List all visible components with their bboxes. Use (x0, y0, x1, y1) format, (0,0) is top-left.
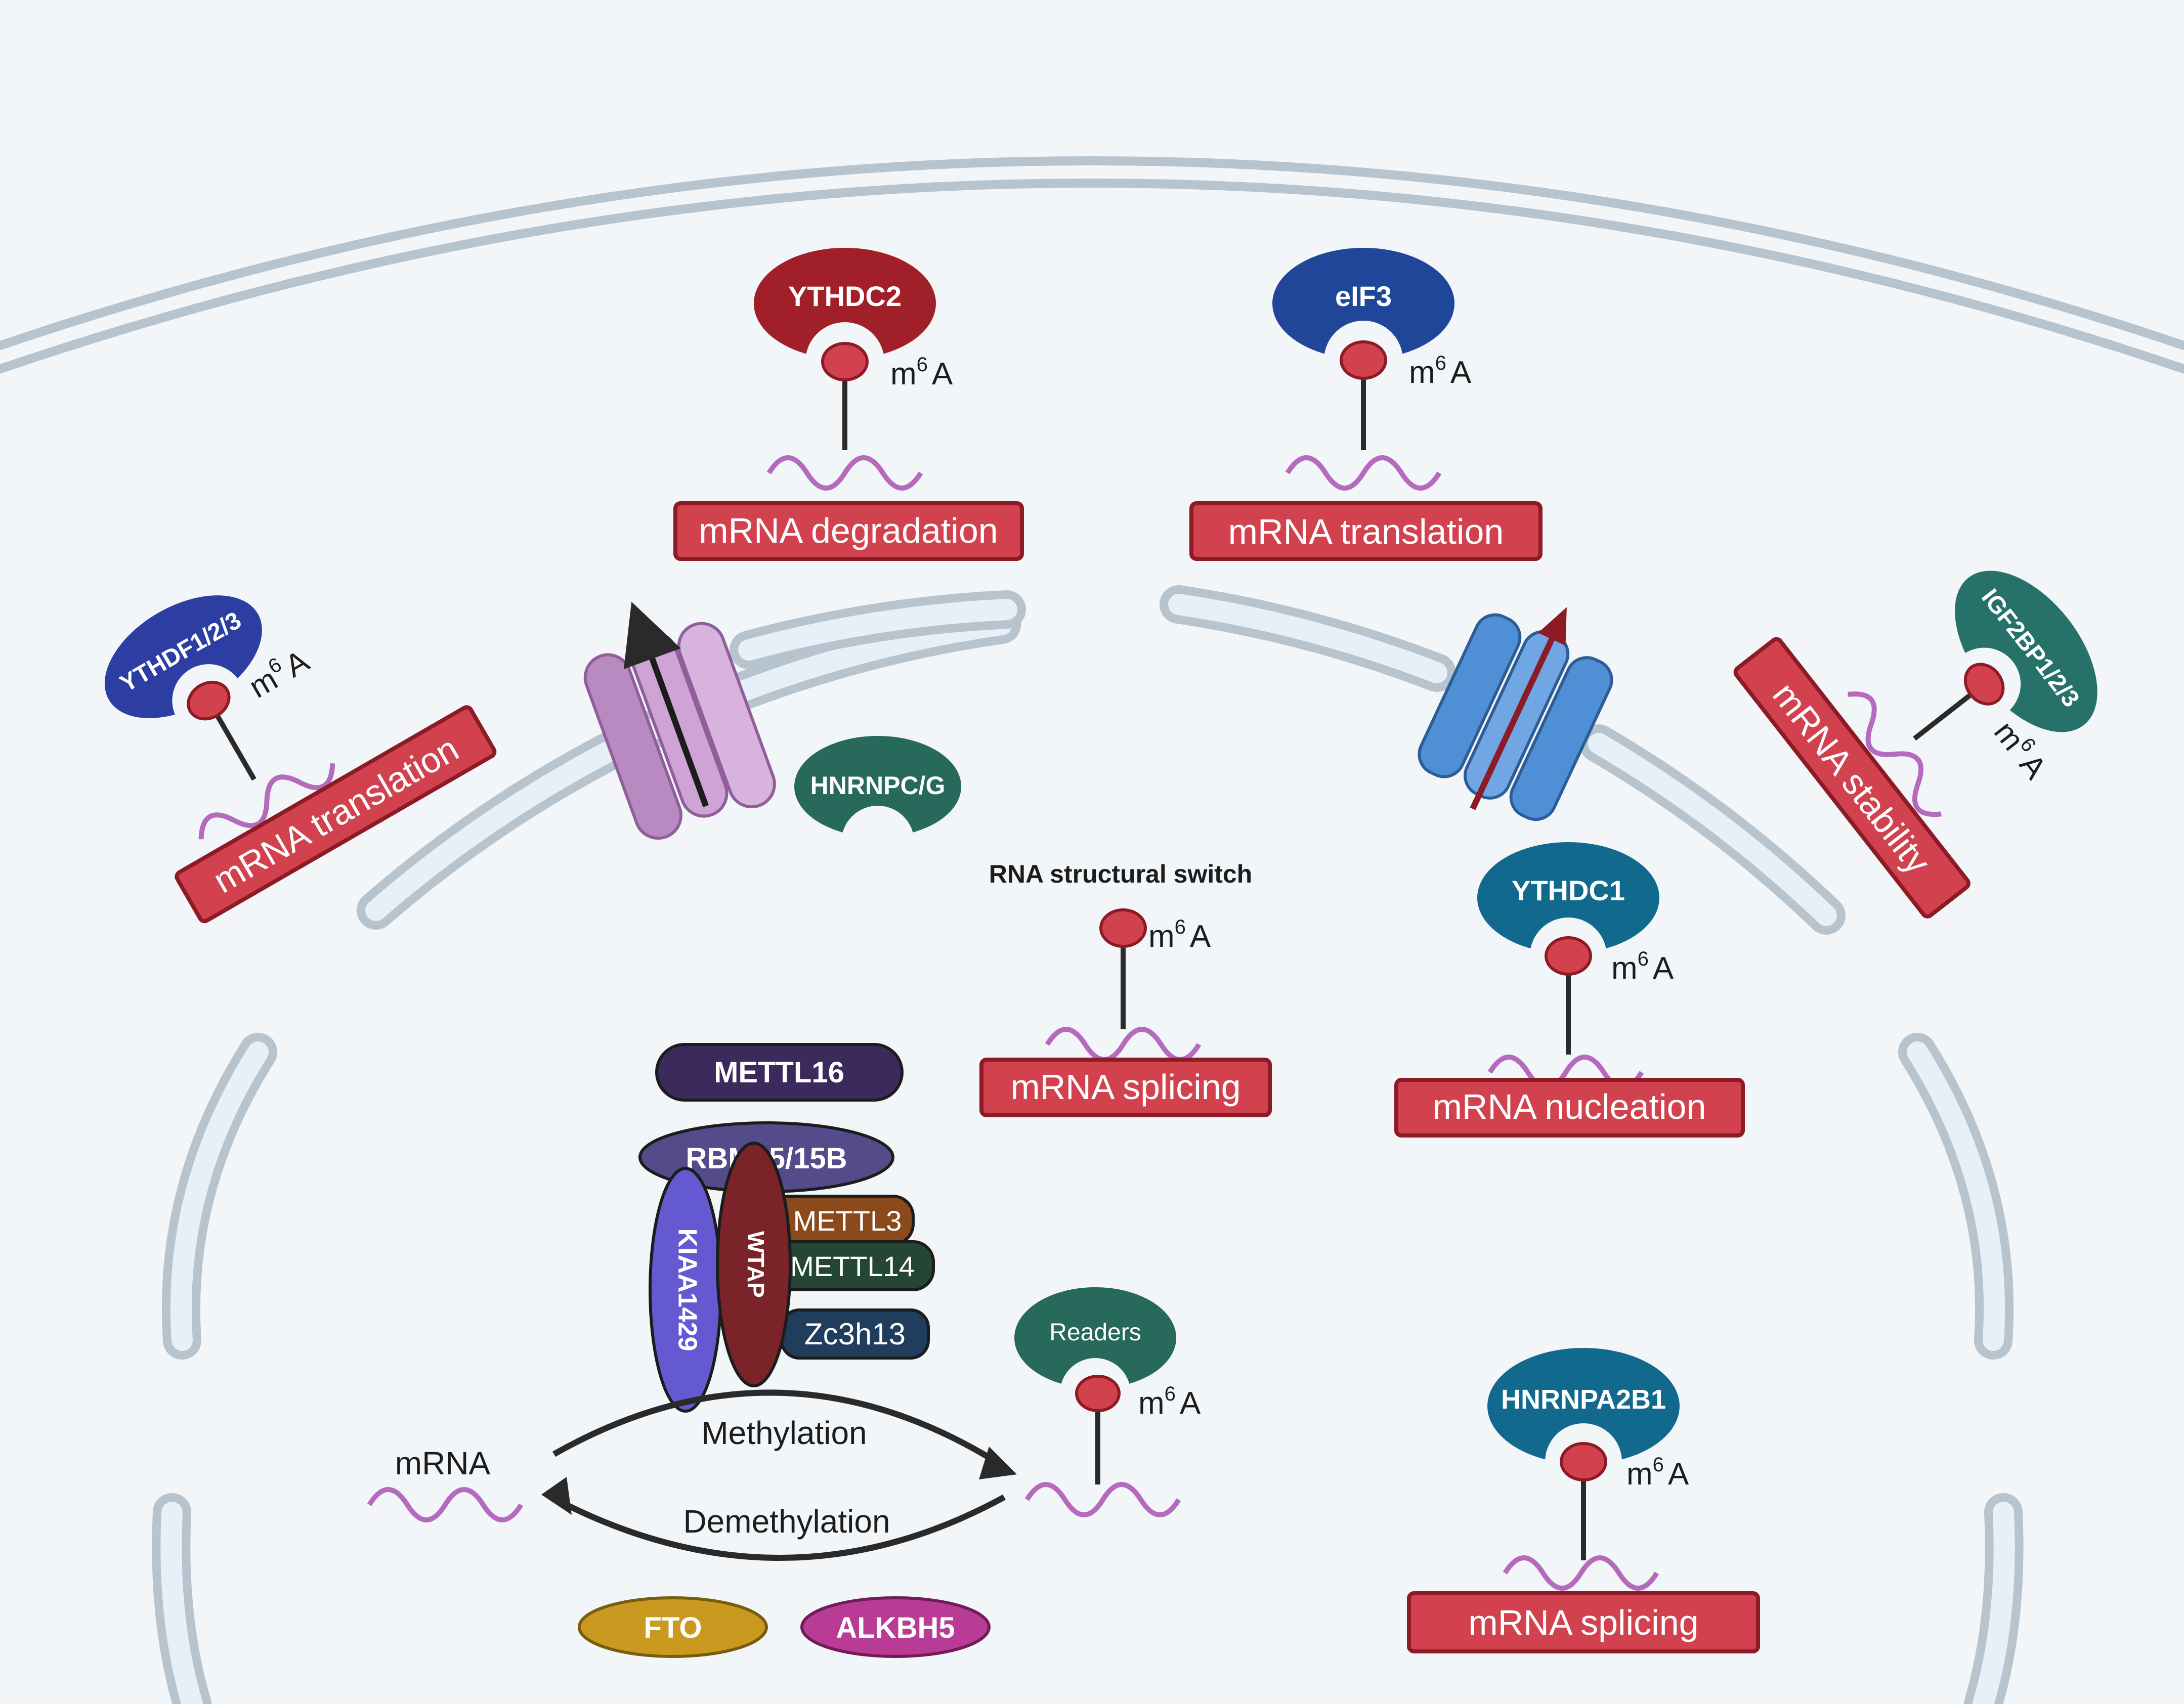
mrna-wave (1847, 691, 1942, 817)
m6a-site-dot (1545, 936, 1592, 976)
import-arrow-icon (1470, 629, 1559, 810)
readers-protein (1014, 1287, 1176, 1388)
svg-text:FTO: FTO (644, 1611, 702, 1644)
fto-protein (578, 1596, 768, 1658)
svg-text:KIAA1429: KIAA1429 (672, 1229, 702, 1351)
alkbh5-protein (800, 1596, 991, 1658)
mrna-wave (1285, 455, 1442, 491)
m6a-site-dot (1340, 340, 1387, 380)
methylation-arrow (552, 1389, 1006, 1470)
process-label: mRNA splicing (1468, 1603, 1698, 1642)
readers-label: Readers (1049, 1319, 1141, 1346)
process-box (1733, 637, 1971, 919)
process-box (673, 501, 1024, 561)
process-label: mRNA degradation (699, 511, 998, 550)
structural-switch-caption: RNA structural switch (989, 860, 1252, 888)
ythdc2-label: YTHDC2 (788, 280, 902, 312)
m6a-site-dot (1075, 1375, 1121, 1412)
svg-text:METTL3: METTL3 (793, 1205, 902, 1237)
mrna-wave (1503, 1555, 1659, 1591)
hnrnpa2b1-label: HNRNPA2B1 (1501, 1384, 1666, 1415)
methylation-arrowhead-icon (979, 1447, 1017, 1479)
process-box (1189, 501, 1543, 561)
demethylation-arrowhead-icon (541, 1477, 572, 1515)
hnrnpcg-label: HNRNPC/G (810, 771, 946, 800)
mettl16-protein (655, 1043, 904, 1102)
process-label: mRNA nucleation (1433, 1087, 1706, 1126)
hnrnpcg-protein (794, 736, 961, 837)
eif3-protein (1272, 248, 1454, 359)
process-box (175, 705, 497, 924)
process-box (979, 1058, 1272, 1117)
svg-text:METTL16: METTL16 (714, 1056, 844, 1089)
cell-membrane (0, 156, 2184, 374)
demethylation-arrow (550, 1494, 1006, 1561)
process-label: mRNA translation (1228, 512, 1504, 551)
m6a-site-dot (1963, 663, 2005, 706)
igf2bp-protein (1955, 571, 2097, 732)
mrna-wave (367, 1487, 524, 1522)
svg-text:ALKBH5: ALKBH5 (836, 1611, 955, 1644)
eif3-label: eIF3 (1335, 280, 1392, 312)
svg-text:WTAP: WTAP (743, 1231, 769, 1298)
nuclear-pore-import (1418, 607, 1613, 821)
m6a-site-dot (1560, 1442, 1607, 1481)
wtap-protein (716, 1142, 792, 1387)
writer-complex: METTL16 RBM15/15B METTL3 METTL14 Zc3h13 … (638, 1043, 935, 1413)
process-box (1394, 1078, 1745, 1138)
mrna-label: mRNA (395, 1445, 491, 1481)
igf2bp-module: IGF2BP1/2/3 m6A mRNA stability (1733, 571, 2097, 919)
m6a-site-dot (821, 342, 869, 381)
mrna-wave (1024, 1482, 1181, 1517)
process-box (1407, 1591, 1760, 1653)
process-label: mRNA stability (1765, 675, 1938, 881)
ythdc2-protein (754, 248, 936, 359)
process-label: mRNA splicing (1010, 1067, 1240, 1107)
svg-text:Zc3h13: Zc3h13 (804, 1317, 906, 1351)
ythdc1-label: YTHDC1 (1512, 875, 1625, 906)
mrna-wave (766, 455, 923, 491)
nuclear-pore-export (583, 601, 776, 840)
nuclear-envelope (152, 585, 2024, 1704)
mrna-wave (198, 763, 335, 840)
m6a-site-dot (1099, 908, 1147, 948)
methylation-cycle: mRNA Methylation Demethylation Readers m… (367, 1287, 1201, 1561)
mrna-wave (1045, 1027, 1202, 1062)
methylation-label: Methylation (701, 1415, 867, 1451)
m6a-site-dot (187, 680, 231, 721)
hnrnpa2b1-protein (1487, 1348, 1680, 1464)
demethylation-label: Demethylation (683, 1503, 890, 1540)
export-arrow-icon (623, 601, 709, 807)
svg-text:METTL14: METTL14 (790, 1250, 915, 1282)
ythdc1-protein (1477, 842, 1659, 953)
eraser-proteins: FTO ALKBH5 (578, 1596, 991, 1658)
